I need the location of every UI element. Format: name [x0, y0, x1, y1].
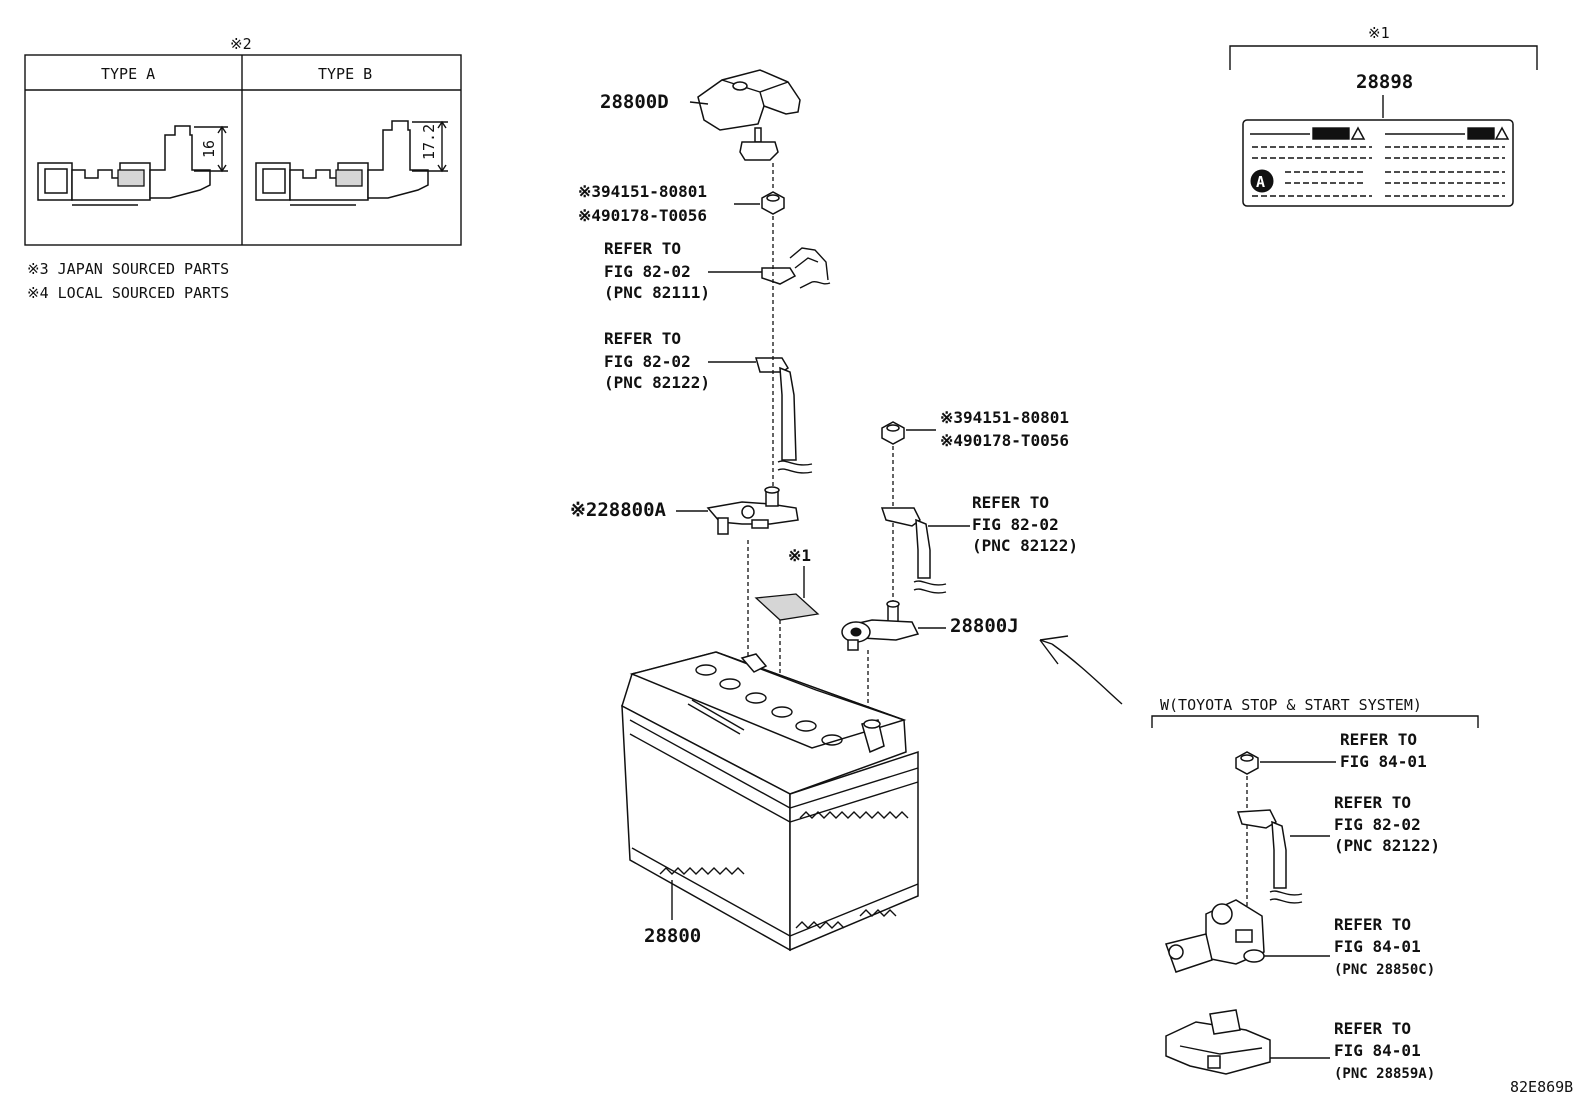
note-japan-sourced: ※3 JAPAN SOURCED PARTS	[27, 260, 229, 278]
ss-ref-bracket-line3: (PNC 28859A)	[1334, 1066, 1435, 1082]
ss-ref-cable-line3: (PNC 82122)	[1334, 836, 1440, 855]
stop-start-sensor	[1165, 899, 1265, 973]
label-group-note: ※1	[1368, 24, 1390, 42]
part-label-28800j: 28800J	[950, 615, 1019, 637]
ss-ref-bracket-line2: FIG 84-01	[1334, 1041, 1421, 1060]
terminal-cover-part	[697, 69, 801, 161]
ref-82122-a-line1: REFER TO	[604, 329, 681, 348]
nut-lower	[881, 421, 905, 445]
stop-start-nut	[1235, 751, 1259, 775]
ss-ref-bracket-line1: REFER TO	[1334, 1019, 1411, 1038]
ref-82122-b-line1: REFER TO	[972, 493, 1049, 512]
battery-part	[621, 651, 919, 952]
ss-ref-nut-line2: FIG 84-01	[1340, 752, 1427, 771]
type-a-terminal-drawing: 16	[37, 125, 228, 206]
ref-82111-line3: (PNC 82111)	[604, 283, 710, 302]
nut-lower-pn-japan: ※394151-80801	[940, 408, 1069, 427]
type-b-dimension: 17.2	[420, 124, 438, 160]
positive-clamp-part	[706, 486, 799, 535]
cable-82122-left-part	[755, 357, 813, 474]
label-marker-a: A	[1256, 173, 1265, 191]
ref-82111-line1: REFER TO	[604, 239, 681, 258]
type-a-dimension: 16	[200, 140, 218, 158]
stop-start-bracket	[1165, 1009, 1271, 1075]
battery-label-note: ※1	[788, 546, 811, 565]
ref-82122-b-line2: FIG 82-02	[972, 515, 1059, 534]
type-table: ※2 TYPE A TYPE B 16 17.2	[24, 35, 462, 246]
type-b-terminal-drawing: 17.2	[255, 120, 448, 206]
detail-arrow	[1039, 635, 1123, 705]
cable-82122-right-part	[880, 507, 947, 594]
ss-ref-cable-line1: REFER TO	[1334, 793, 1411, 812]
ss-ref-sensor-line1: REFER TO	[1334, 915, 1411, 934]
label-part-number: 28898	[1356, 71, 1413, 93]
part-label-28800: 28800	[644, 925, 701, 947]
nut-upper	[761, 191, 785, 215]
battery-label-part	[754, 593, 820, 621]
ss-ref-cable-line2: FIG 82-02	[1334, 815, 1421, 834]
negative-clamp-part	[841, 600, 920, 651]
type-b-header: TYPE B	[318, 65, 372, 83]
cable-82111-part	[761, 247, 831, 289]
stop-start-cable	[1236, 809, 1303, 904]
stop-start-detail: W(TOYOTA STOP & START SYSTEM) REFER TO F…	[1151, 696, 1479, 1082]
nut-lower-pn-local: ※490178-T0056	[940, 431, 1069, 450]
ss-ref-nut-line1: REFER TO	[1340, 730, 1417, 749]
ss-ref-sensor-line3: (PNC 28850C)	[1334, 962, 1435, 978]
ss-ref-sensor-line2: FIG 84-01	[1334, 937, 1421, 956]
caution-label	[1242, 119, 1514, 207]
ref-82122-b-line3: (PNC 82122)	[972, 536, 1078, 555]
part-label-28800d: 28800D	[600, 91, 669, 113]
note-local-sourced: ※4 LOCAL SOURCED PARTS	[27, 284, 229, 302]
ref-82111-line2: FIG 82-02	[604, 262, 691, 281]
type-a-header: TYPE A	[101, 65, 155, 83]
nut-upper-pn-japan: ※394151-80801	[578, 182, 707, 201]
ref-82122-a-line2: FIG 82-02	[604, 352, 691, 371]
stop-start-title: W(TOYOTA STOP & START SYSTEM)	[1160, 696, 1422, 714]
nut-upper-pn-local: ※490178-T0056	[578, 206, 707, 225]
type-table-note: ※2	[230, 35, 252, 53]
part-label-28800a: ※228800A	[570, 499, 667, 521]
figure-code: 82E869B	[1510, 1078, 1573, 1096]
ref-82122-a-line3: (PNC 82122)	[604, 373, 710, 392]
label-group: ※1 28898 A	[1229, 24, 1538, 207]
